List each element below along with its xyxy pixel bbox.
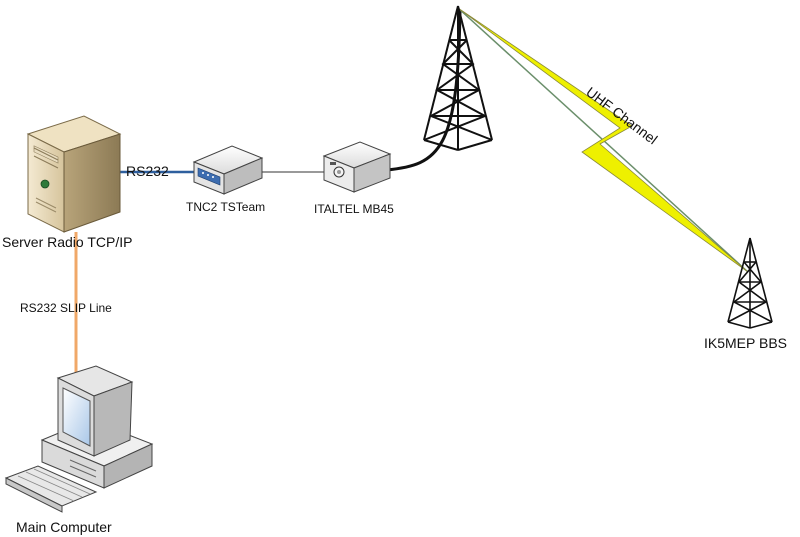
main-antenna-tower-icon — [423, 5, 493, 151]
uhf-channel-label: UHF Channel — [583, 84, 660, 148]
tnc-label: TNC2 TSTeam — [186, 200, 265, 214]
modem-icon — [192, 145, 264, 195]
main-computer-label: Main Computer — [16, 519, 112, 535]
server-tower-icon — [26, 115, 122, 233]
bbs-label: IK5MEP BBS — [704, 335, 787, 351]
radio-transceiver-icon — [322, 141, 392, 193]
desktop-computer-icon — [4, 365, 154, 513]
radio-label: ITALTEL MB45 — [314, 202, 394, 216]
bbs-antenna-tower-icon — [727, 237, 773, 329]
server-label: Server Radio TCP/IP — [2, 234, 132, 250]
slip-label: RS232 SLIP Line — [20, 301, 112, 315]
links: UHF Channel — [74, 7, 749, 382]
rs232-label: RS232 — [126, 163, 169, 179]
